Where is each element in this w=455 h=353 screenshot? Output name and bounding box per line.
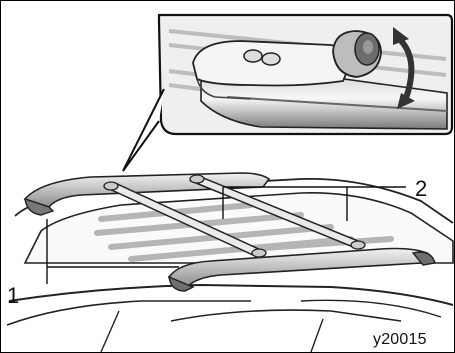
inset-pointer (123, 89, 164, 171)
figure-code: y20015 (373, 332, 427, 348)
detail-inset (123, 15, 452, 171)
knob-icon (333, 31, 381, 77)
callout-label-cross-bars: 2 (415, 178, 427, 200)
callout-label-side-rails: 1 (7, 285, 19, 307)
